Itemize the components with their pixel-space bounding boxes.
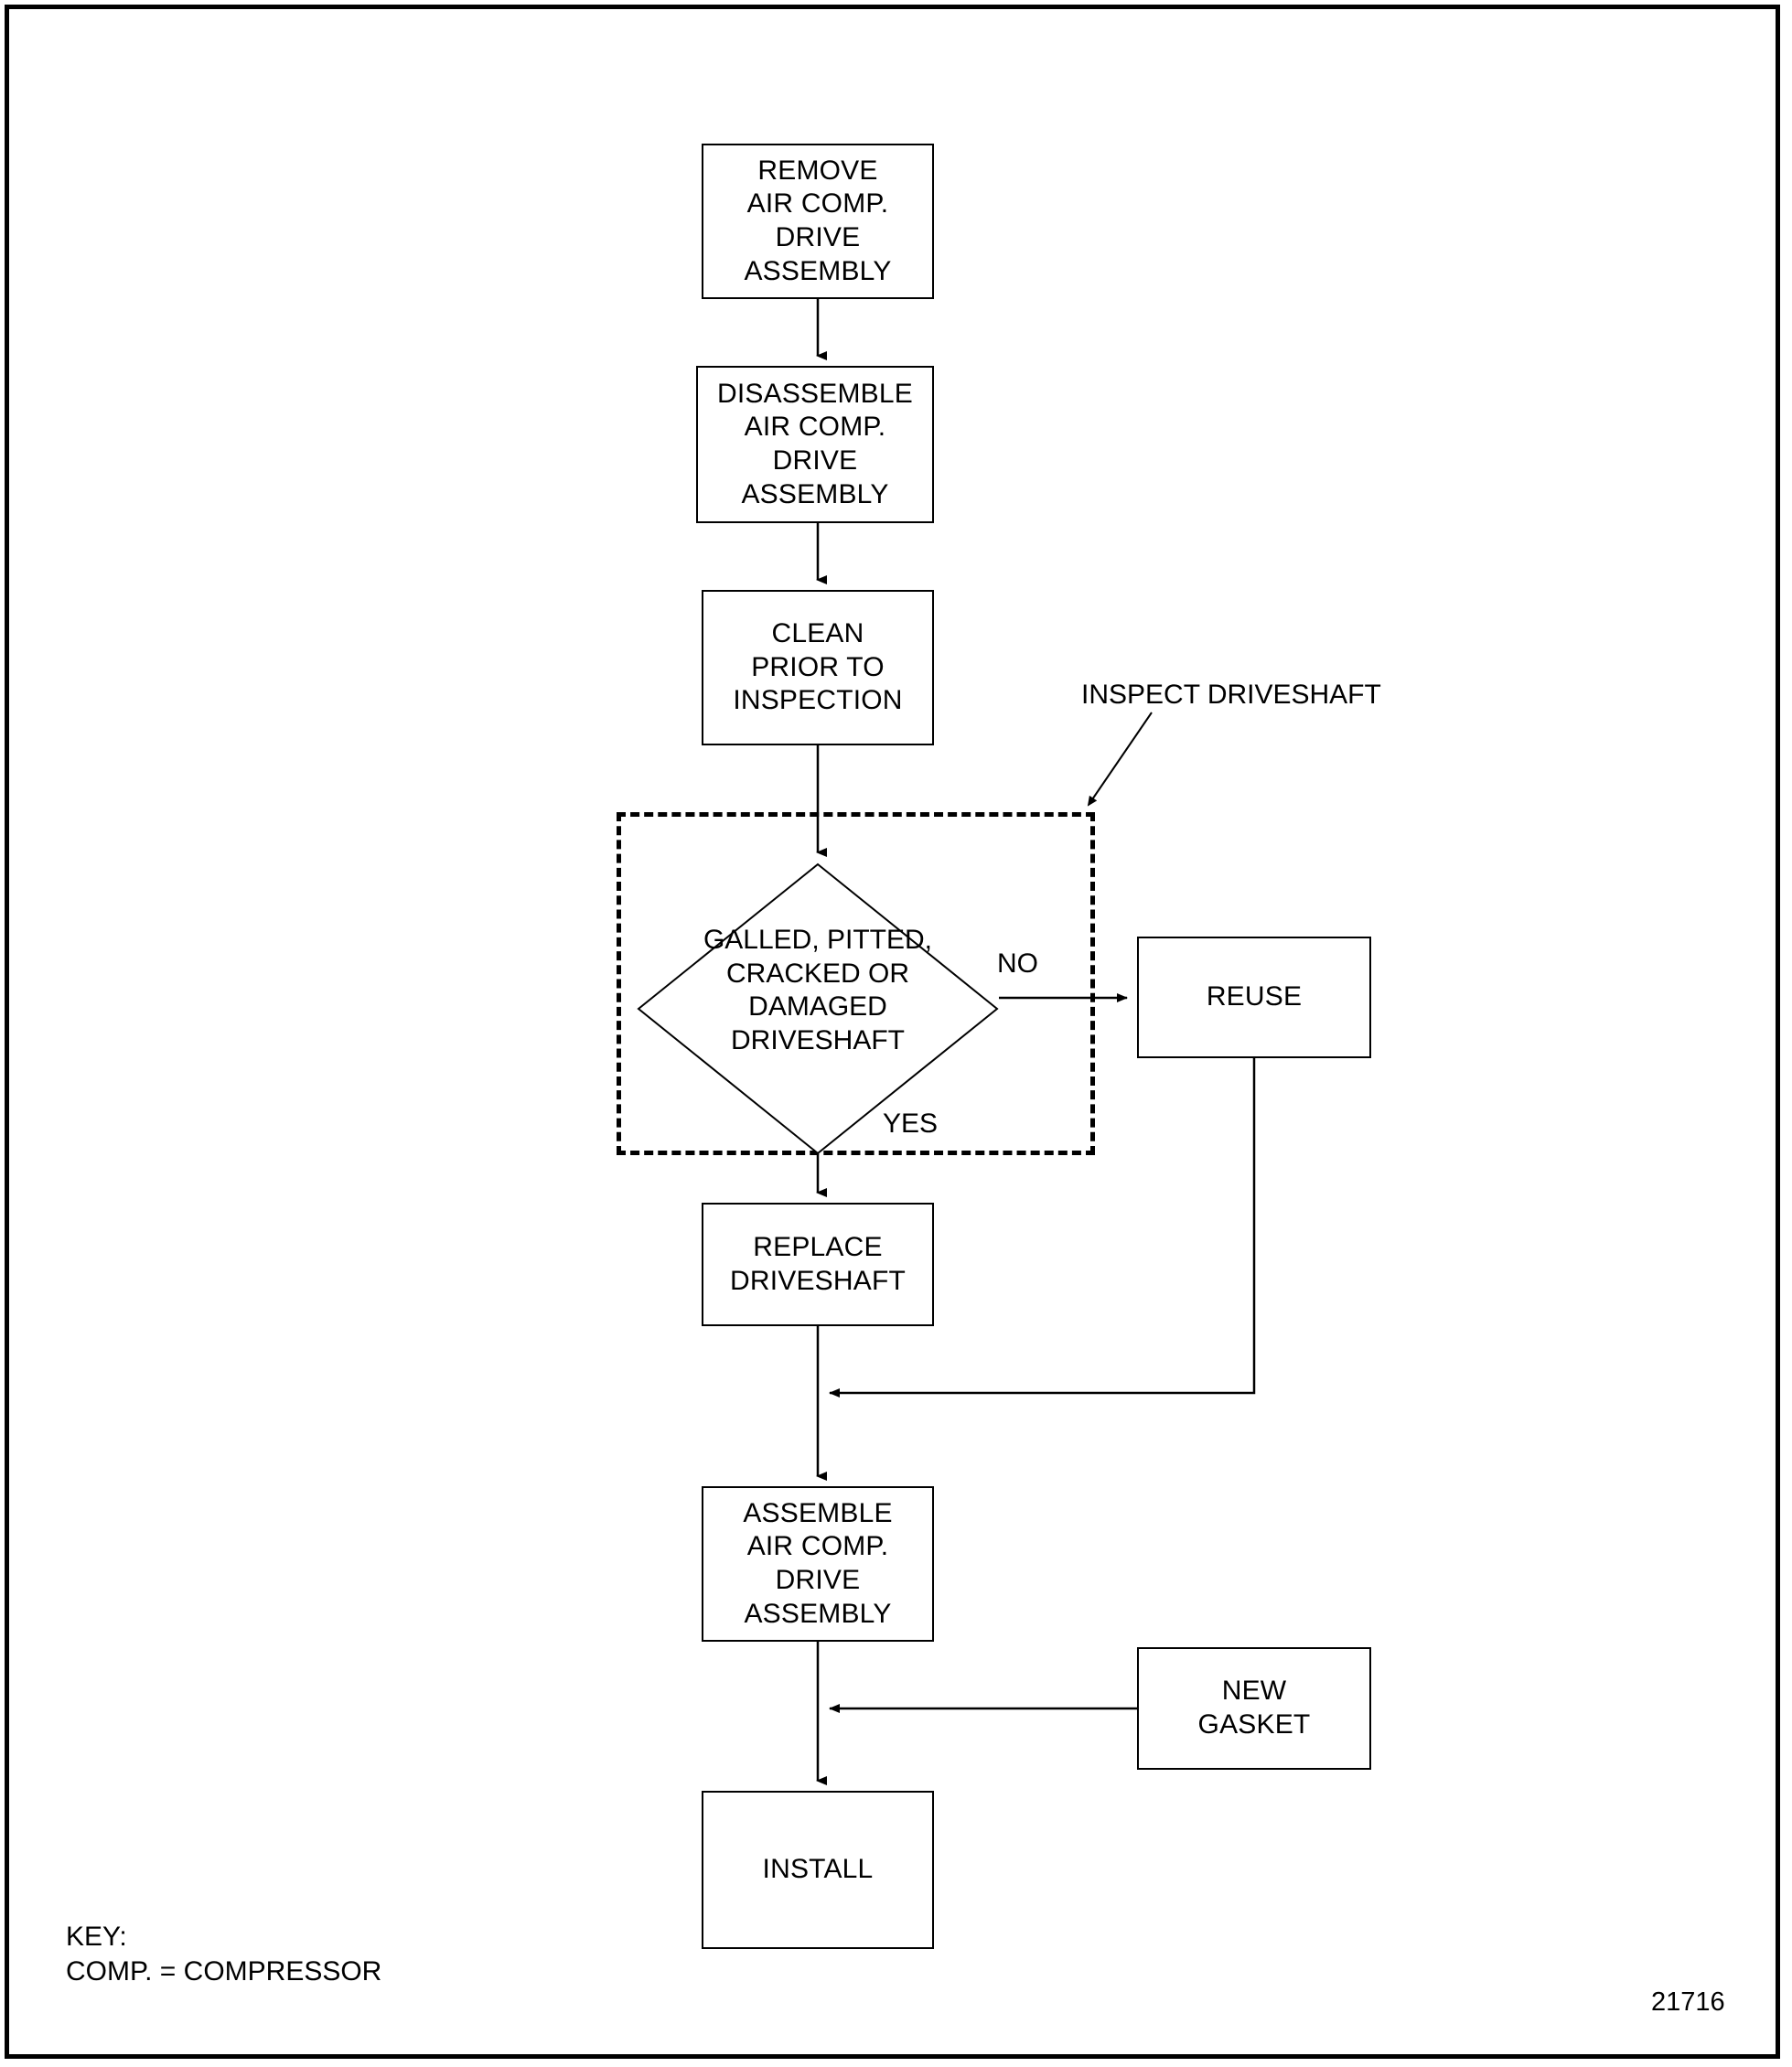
page-border [5,5,1780,2059]
node-replace-driveshaft[interactable]: REPLACE DRIVESHAFT [702,1203,934,1326]
key-entry-comp: COMP. = COMPRESSOR [66,1956,382,1987]
figure-number: 21716 [1651,1987,1725,2017]
node-remove-air-comp-drive-assembly[interactable]: REMOVE AIR COMP. DRIVE ASSEMBLY [702,144,934,299]
node-disassemble-air-comp-drive-assembly[interactable]: DISASSEMBLE AIR COMP. DRIVE ASSEMBLY [696,366,934,523]
edge-label-yes: YES [883,1108,939,1139]
decision-label: GALLED, PITTED, CRACKED OR DAMAGED DRIVE… [703,925,933,1055]
decision-diamond-shape [637,862,999,1155]
edge-reuse-to-merge [829,1058,1256,1398]
node-assemble-air-comp-drive-assembly[interactable]: ASSEMBLE AIR COMP. DRIVE ASSEMBLY [702,1486,934,1642]
node-install[interactable]: INSTALL [702,1791,934,1949]
key-block: KEY: COMP. = COMPRESSOR [66,1920,381,1990]
edge-label-no: NO [997,948,1038,979]
node-clean-prior-to-inspection[interactable]: CLEAN PRIOR TO INSPECTION [702,590,934,745]
node-reuse[interactable]: REUSE [1137,937,1371,1058]
callout-label-inspect-driveshaft: INSPECT DRIVESHAFT [1081,680,1381,710]
node-new-gasket[interactable]: NEW GASKET [1137,1647,1371,1770]
key-title: KEY: [66,1922,127,1952]
callout-leader-inspect-driveshaft [1087,712,1153,807]
inspect-driveshaft-group [617,812,1095,1155]
